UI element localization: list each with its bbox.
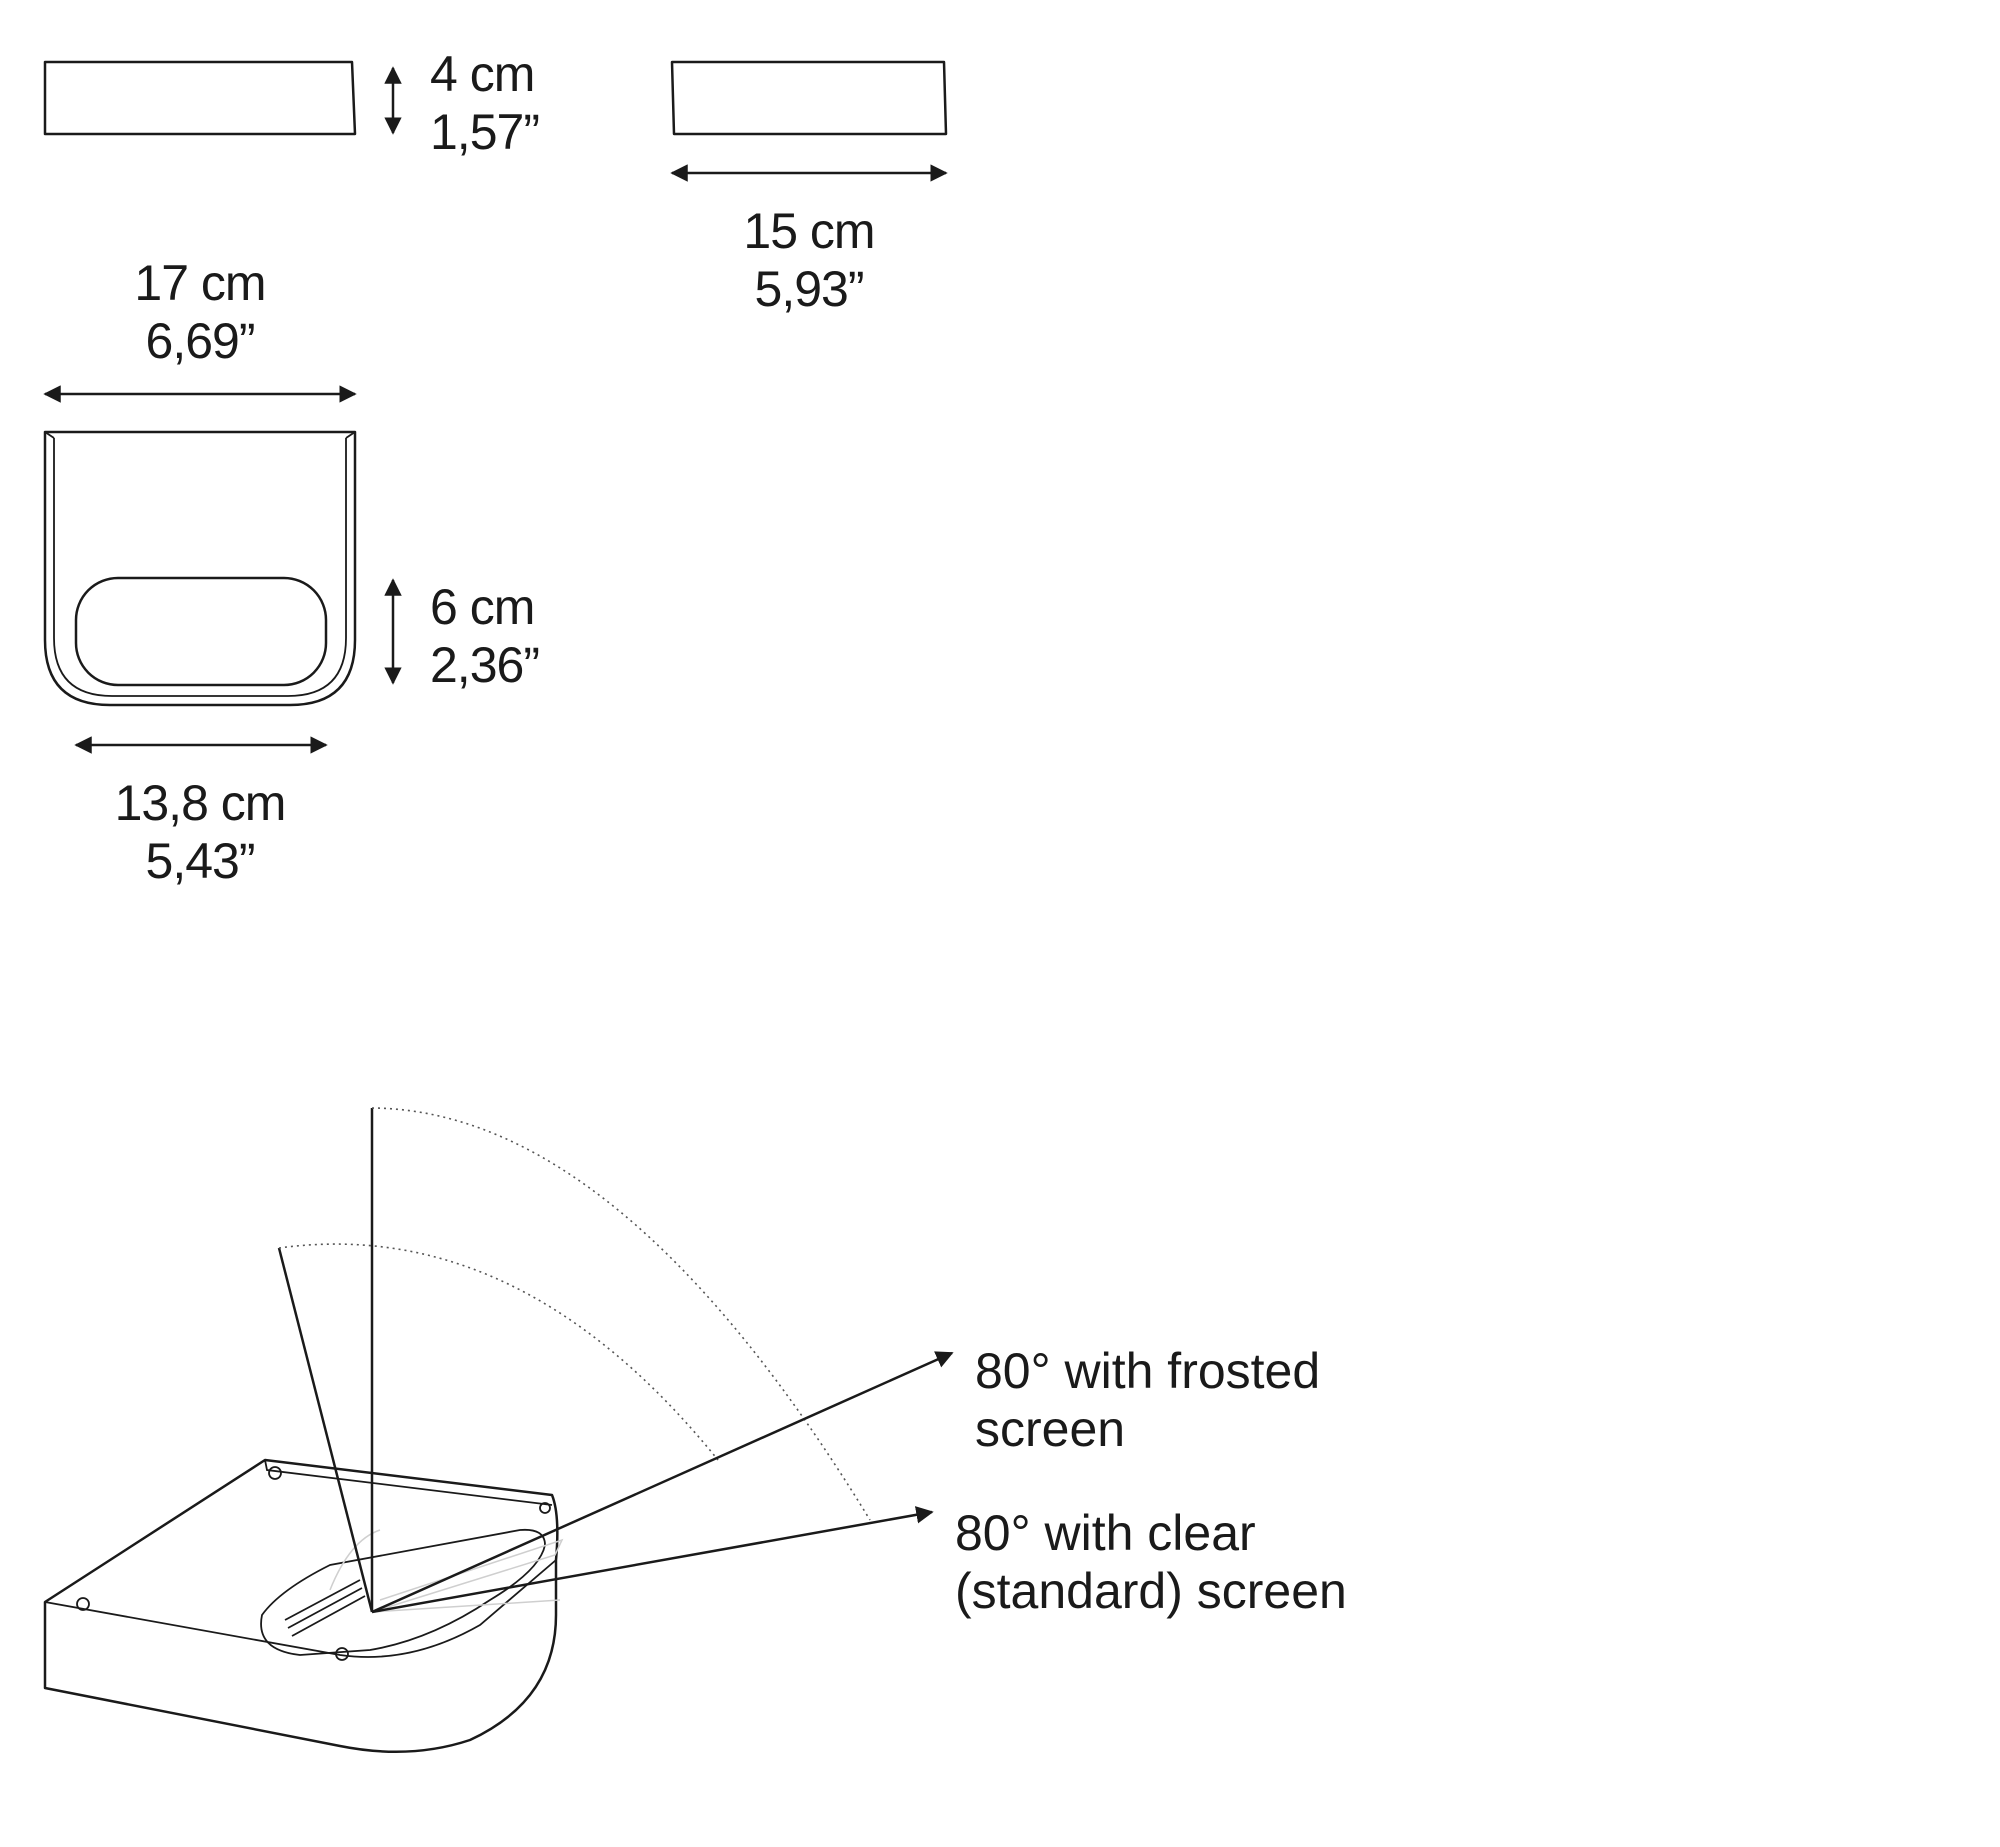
screw-3	[335, 1647, 349, 1661]
frosted-callout: 80° with frosted screen	[371, 1343, 1320, 1614]
frosted-callout-line2: screen	[975, 1401, 1125, 1457]
clear-callout: 80° with clear (standard) screen	[371, 1505, 1347, 1619]
screw-2	[268, 1466, 282, 1480]
width-bottom-imperial-label: 5,43”	[146, 833, 255, 889]
opening-height-metric-label: 6 cm	[430, 579, 534, 635]
width-top-imperial-label: 6,69”	[146, 313, 255, 369]
width-bottom-metric-label: 13,8 cm	[115, 775, 286, 831]
width-bottom-dimension: 13,8 cm 5,43”	[74, 736, 328, 889]
opening-height-imperial-label: 2,36”	[430, 637, 539, 693]
height-metric-label: 4 cm	[430, 46, 534, 102]
height-dimension: 4 cm 1,57”	[384, 46, 540, 160]
depth-imperial-label: 5,93”	[755, 261, 864, 317]
side-view	[43, 60, 357, 136]
depth-metric-label: 15 cm	[743, 203, 874, 259]
screw-4	[539, 1502, 551, 1514]
frosted-callout-line1: 80° with frosted	[975, 1343, 1320, 1399]
front-view	[43, 430, 357, 707]
depth-dimension: 15 cm 5,93”	[670, 164, 948, 317]
opening-height-dimension: 6 cm 2,36”	[384, 578, 540, 693]
perspective-view	[43, 1107, 871, 1754]
opening	[74, 576, 328, 687]
width-top-metric-label: 17 cm	[134, 255, 265, 311]
side-view-depth	[670, 60, 948, 136]
screw-1	[76, 1597, 90, 1611]
width-top-dimension: 17 cm 6,69”	[43, 255, 357, 403]
clear-callout-line1: 80° with clear	[955, 1505, 1256, 1561]
height-imperial-label: 1,57”	[430, 104, 539, 160]
clear-callout-line2: (standard) screen	[955, 1563, 1347, 1619]
